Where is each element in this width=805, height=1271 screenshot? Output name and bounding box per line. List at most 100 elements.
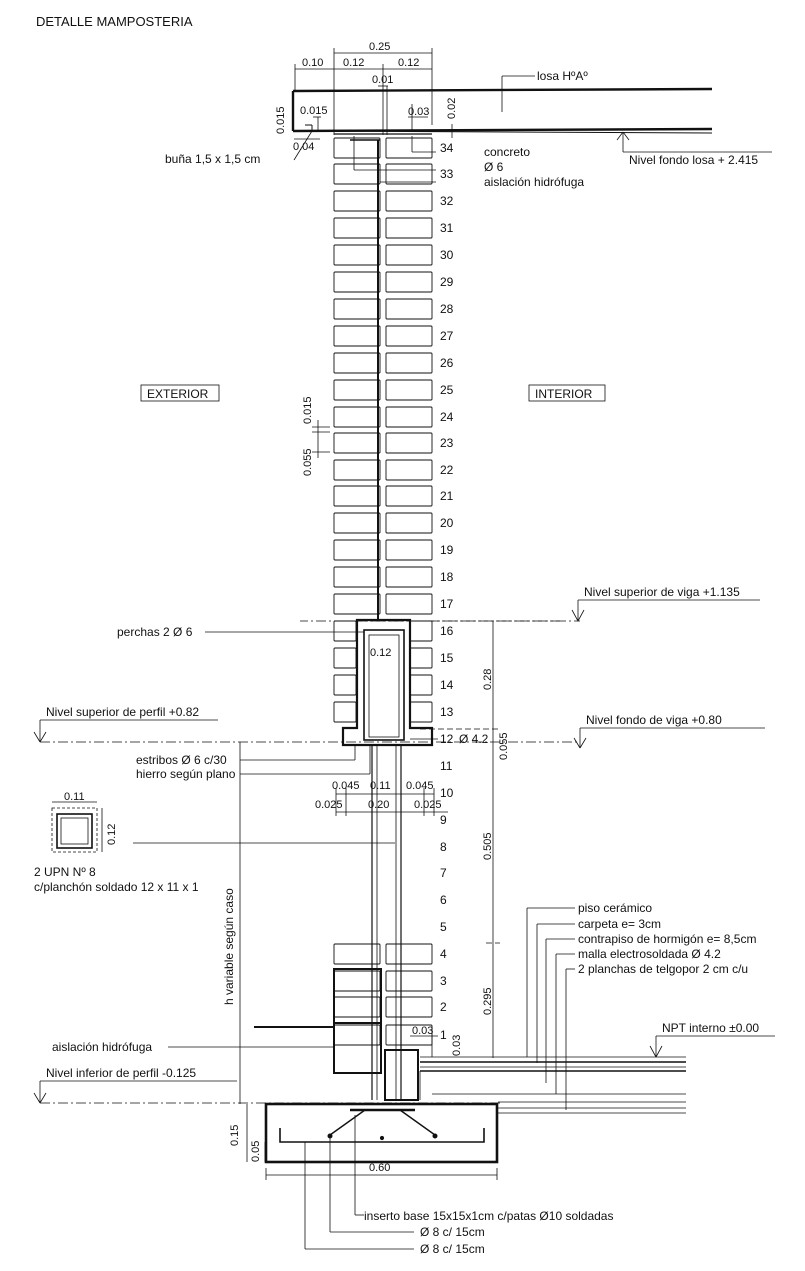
post-dimensions: [335, 788, 448, 816]
dim-brick-height: 0.055: [302, 448, 314, 476]
course-number: 13: [440, 705, 454, 719]
footing: [246, 1102, 499, 1180]
brick: [385, 459, 433, 481]
brick: [385, 539, 433, 561]
course-number: 15: [440, 651, 454, 665]
zone-interior: INTERIOR: [535, 387, 593, 401]
beam-leaders: [205, 631, 438, 775]
brick: [333, 701, 357, 723]
brick: [385, 406, 433, 428]
dim-upn-section-width: 0.11: [64, 791, 85, 803]
dim-slab-gap: 0.02: [446, 98, 458, 119]
label-npt: NPT interno ±0.00: [662, 1021, 759, 1035]
course-number: 3: [440, 974, 447, 988]
course-number: 1: [440, 1028, 447, 1042]
brick: [333, 271, 381, 293]
label-hangers: perchas 2 Ø 6: [117, 625, 193, 639]
course-number: 32: [440, 194, 454, 208]
brick: [385, 271, 433, 293]
label-screed: carpeta e= 3cm: [578, 917, 661, 931]
brick: [333, 325, 381, 347]
label-slab-bottom-level: Nivel fondo losa + 2.415: [629, 153, 758, 167]
label-beam-bottom-level: Nivel fondo de viga +0.80: [586, 713, 722, 727]
top-dimensions: [294, 48, 433, 135]
brick: [385, 970, 433, 992]
label-profile-top-level: Nivel superior de perfil +0.82: [46, 705, 199, 719]
course-number: 14: [440, 678, 454, 692]
brick: [333, 406, 381, 428]
course-number: 4: [440, 947, 447, 961]
drawing-title: DETALLE MAMPOSTERIA: [36, 14, 193, 29]
course-number: 28: [440, 302, 454, 316]
floor-leaders: [526, 907, 775, 1110]
dim-upn-flange-left: 0.045: [332, 780, 360, 792]
dim-post-width: 0.20: [368, 799, 389, 811]
label-stirrups: estribos Ø 6 c/30: [136, 753, 227, 767]
dim-brick-b: 0.12: [398, 57, 419, 69]
course-number: 8: [440, 840, 447, 854]
brick: [385, 432, 433, 454]
label-mesh: malla electrosoldada Ø 4.2: [578, 947, 721, 961]
course-number: 9: [440, 813, 447, 827]
slab: [291, 87, 713, 134]
brick: [409, 674, 433, 696]
footing-leaders: [304, 1115, 414, 1250]
brick: [385, 943, 433, 965]
dim-beam-width: 0.12: [370, 647, 391, 659]
label-base-insert: inserto base 15x15x1cm c/patas Ø10 solda…: [364, 1209, 613, 1223]
brick: [333, 459, 381, 481]
brick: [385, 566, 433, 588]
course-number: 2: [440, 1000, 447, 1014]
brick: [333, 190, 381, 212]
label-rebar-per-plan: hierro según plano: [136, 767, 236, 781]
brick: [333, 244, 381, 266]
label-upn-plate: c/planchón soldado 12 x 11 x 1: [34, 880, 199, 894]
exterior-frame: [140, 384, 220, 402]
brick: [385, 244, 433, 266]
dim-floor-a: 0.03: [412, 1025, 433, 1037]
course-number: 7: [440, 866, 447, 880]
dim-footing-width: 0.60: [369, 1162, 390, 1174]
interior-frame: [528, 384, 606, 402]
course-number: 17: [440, 597, 454, 611]
brick: [333, 674, 357, 696]
label-phi42: Ø 4.2: [459, 732, 489, 746]
label-slab: losa HºAº: [537, 69, 588, 83]
brick: [333, 943, 381, 965]
brick: [333, 432, 381, 454]
dim-beam-base: 0.055: [498, 732, 510, 760]
course-number: 11: [440, 759, 453, 773]
upn-post: [133, 745, 402, 1100]
course-number: 6: [440, 893, 447, 907]
dim-floor-b: 0.03: [451, 1035, 463, 1056]
brick: [333, 217, 381, 239]
brick: [333, 163, 381, 185]
zone-exterior: EXTERIOR: [147, 387, 209, 401]
course-number: 5: [440, 920, 447, 934]
beam: [300, 618, 560, 747]
course-number: 34: [440, 141, 454, 155]
course-number: 33: [440, 167, 454, 181]
label-waterproofing-top: aislación hidrófuga: [484, 175, 584, 189]
dim-buna-width: 0.015: [300, 105, 328, 117]
brick: [333, 566, 381, 588]
dim-rebar-cover: 0.03: [408, 106, 429, 118]
dim-gap: 0.01: [372, 74, 393, 86]
beam-level-lines: [33, 599, 765, 1058]
label-phi6: Ø 6: [484, 160, 504, 174]
dim-upn-web: 0.11: [370, 780, 391, 792]
course-number: 23: [440, 436, 454, 450]
brick: [333, 539, 381, 561]
dim-buna-offset: 0.04: [293, 141, 314, 153]
course-number: 30: [440, 248, 454, 262]
brick: [385, 325, 433, 347]
brick: [333, 137, 381, 159]
brick: [333, 1024, 381, 1046]
brick: [333, 512, 381, 534]
course-number: 21: [440, 489, 454, 503]
course-number: 22: [440, 463, 454, 477]
course-number: 20: [440, 516, 454, 530]
brick: [385, 190, 433, 212]
label-phi8-b: Ø 8 c/ 15cm: [420, 1242, 485, 1256]
